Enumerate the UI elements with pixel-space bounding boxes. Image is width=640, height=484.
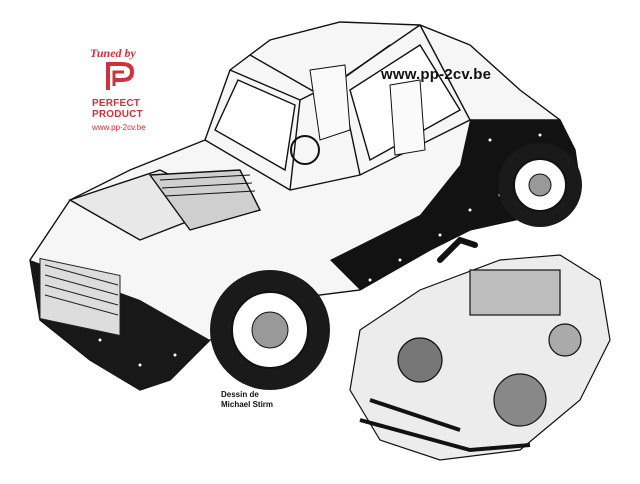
site-url-text: www.pp-2cv.be: [381, 66, 492, 83]
logo-brand-line1: PERFECT: [92, 98, 141, 109]
front-wheel: [210, 270, 330, 390]
interior: [290, 64, 426, 165]
logo-url: www.pp-2cv.be: [92, 123, 146, 132]
front-grille: [39, 257, 121, 337]
illustration-credit: Dessin de Michael Stirm: [221, 390, 273, 410]
logo-mark-icon: [106, 62, 135, 90]
logo-brand-line2: PRODUCT: [92, 109, 143, 120]
credit-line1: Dessin de: [221, 390, 259, 399]
perfect-product-logo: Tuned by PERFECT PRODUCT www.pp-2cv.be: [86, 46, 156, 136]
credit-line2: Michael Stirm: [221, 400, 274, 409]
car-body: [29, 21, 581, 391]
engine-detail: [349, 236, 611, 461]
rear-wheel: [498, 143, 582, 227]
logo-tuned-by: Tuned by: [90, 46, 136, 60]
